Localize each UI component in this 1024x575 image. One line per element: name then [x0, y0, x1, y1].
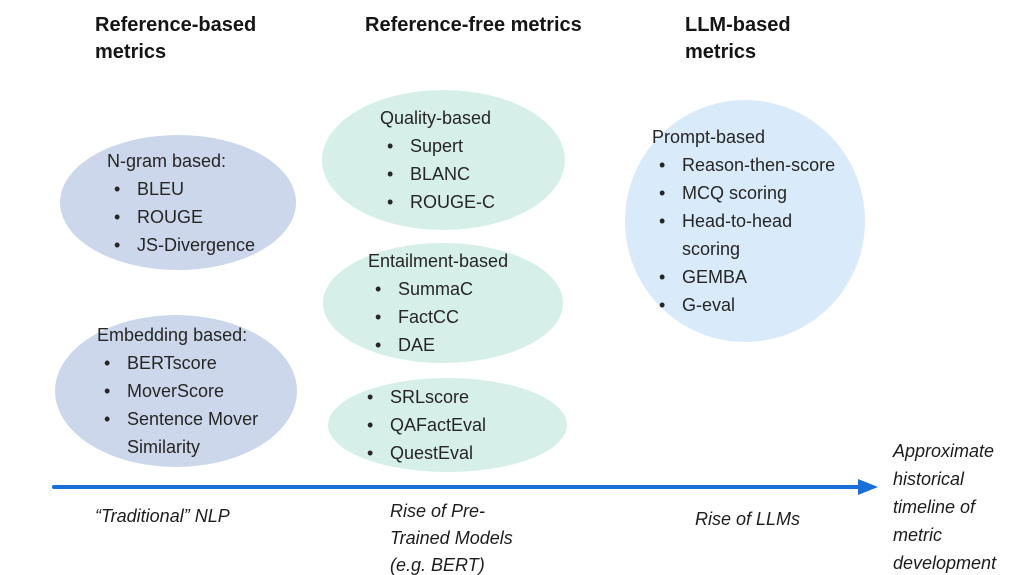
- header-reference-based-metrics: Reference-based metrics: [95, 14, 257, 63]
- group-heading-quality: Quality-based: [380, 108, 492, 128]
- ellipse-quality-based: Quality-based Supert BLANC ROUGE-C: [322, 90, 565, 230]
- list-item: ROUGE: [107, 203, 282, 231]
- list-item: G-eval: [652, 291, 842, 319]
- group-heading-entailment: Entailment-based: [368, 251, 509, 271]
- header-llm-based-metrics: LLM-based metrics: [685, 14, 791, 63]
- list-item: Sentence Mover Similarity: [97, 405, 287, 461]
- group-heading-ngram: N-gram based:: [107, 150, 227, 171]
- list-item: BERTscore: [97, 349, 287, 377]
- era-label-rise-of-llms: Rise of LLMs: [695, 509, 801, 529]
- ellipse-entailment-based: Entailment-based SummaC FactCC DAE: [323, 243, 563, 363]
- list-item: JS-Divergence: [107, 231, 282, 259]
- header-reference-free-metrics: Reference-free metrics: [365, 14, 582, 36]
- ellipse-ngram-based: N-gram based: BLEU ROUGE JS-Divergence: [60, 135, 296, 270]
- ngram-metric-list: BLEU ROUGE JS-Divergence: [107, 175, 282, 259]
- timeline-arrowhead-icon: [858, 479, 878, 495]
- ellipse-embedding-based: Embedding based: BERTscore MoverScore Se…: [55, 315, 297, 467]
- ellipse-prompt-based: Prompt-based Reason-then-score MCQ scori…: [625, 100, 865, 342]
- list-item: SRLscore: [360, 383, 520, 411]
- list-item: Supert: [380, 132, 530, 160]
- list-item: BLEU: [107, 175, 282, 203]
- list-item: ROUGE-C: [380, 188, 530, 216]
- list-item: MoverScore: [97, 377, 287, 405]
- srl-metric-list: SRLscore QAFactEval QuestEval: [360, 383, 520, 467]
- list-item: MCQ scoring: [652, 179, 842, 207]
- list-item: DAE: [368, 331, 528, 359]
- timeline-caption: Approximate historical timeline of metri…: [893, 441, 997, 573]
- timeline-arrow-line: [52, 485, 860, 489]
- ellipse-qa-srl-metrics: SRLscore QAFactEval QuestEval: [328, 378, 567, 472]
- list-item: BLANC: [380, 160, 530, 188]
- prompt-metric-list: Reason-then-score MCQ scoring Head-to-he…: [652, 151, 842, 319]
- list-item: SummaC: [368, 275, 528, 303]
- era-label-traditional-nlp: “Traditional” NLP: [95, 506, 230, 526]
- list-item: GEMBA: [652, 263, 842, 291]
- embedding-metric-list: BERTscore MoverScore Sentence Mover Simi…: [97, 349, 287, 461]
- list-item: Reason-then-score: [652, 151, 842, 179]
- group-heading-prompt: Prompt-based: [652, 127, 766, 147]
- group-heading-embedding: Embedding based:: [97, 325, 248, 345]
- list-item: Head-to-head scoring: [652, 207, 842, 263]
- quality-metric-list: Supert BLANC ROUGE-C: [380, 132, 530, 216]
- list-item: QuestEval: [360, 439, 520, 467]
- list-item: FactCC: [368, 303, 528, 331]
- era-label-pretrained-models: Rise of Pre-Trained Models (e.g. BERT): [390, 501, 513, 575]
- entailment-metric-list: SummaC FactCC DAE: [368, 275, 528, 359]
- list-item: QAFactEval: [360, 411, 520, 439]
